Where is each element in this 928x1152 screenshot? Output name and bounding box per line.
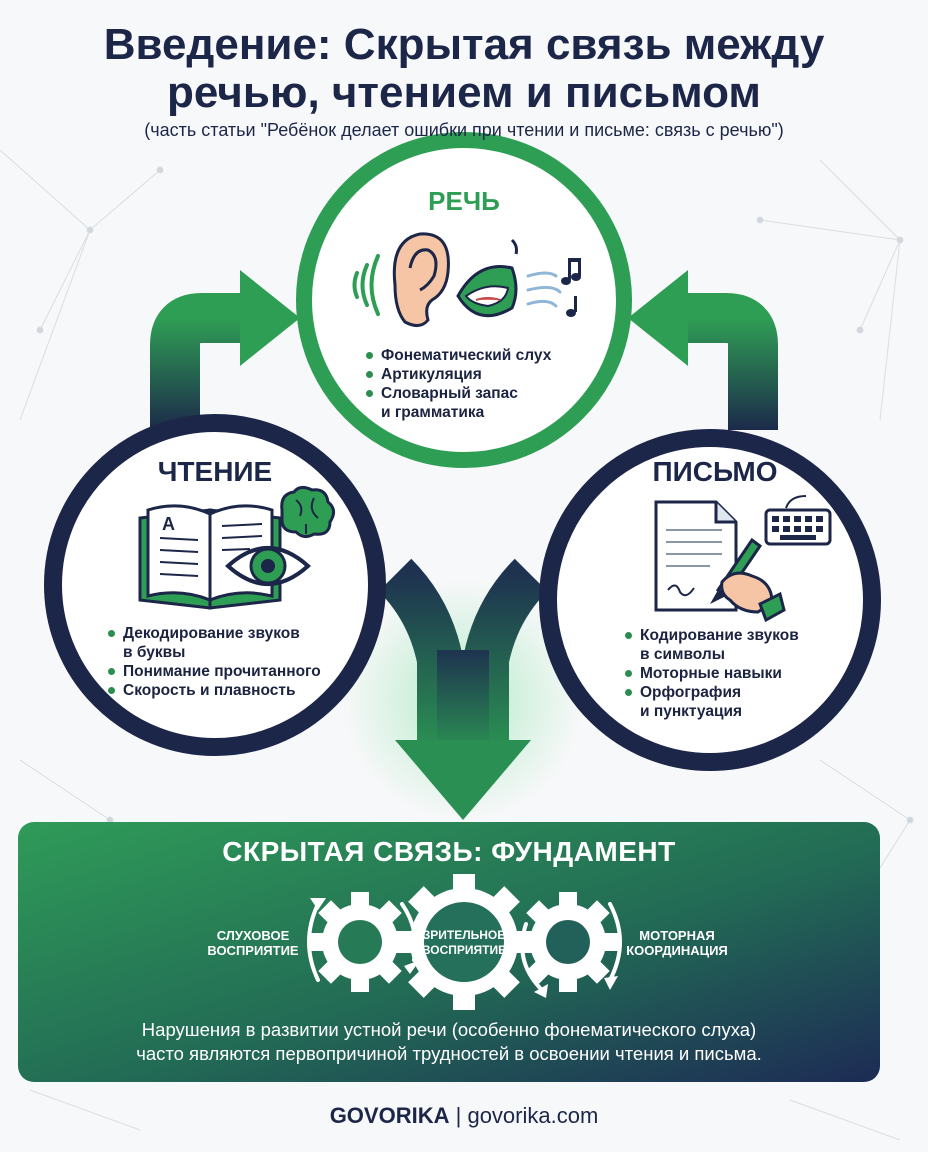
page-title-line1: Введение: Скрытая связь между: [103, 20, 825, 69]
footer-separator: |: [455, 1103, 462, 1128]
keyboard-icon: [764, 495, 832, 546]
list-item: и грамматика: [381, 404, 485, 421]
list-item: и пунктуация: [640, 703, 743, 720]
page-subtitle: (часть статьи "Ребёнок делает ошибки при…: [144, 120, 784, 140]
gear-center-label: ЗРИТЕЛЬНОЕ ВОСПРИЯТИЕ: [409, 928, 519, 958]
page-title-line2: речью, чтением и письмом: [167, 68, 761, 117]
eye-icon: [225, 546, 311, 586]
airflow-icon: [526, 271, 562, 308]
list-item: Скорость и плавность: [108, 681, 348, 700]
foundation-title: СКРЫТАЯ СВЯЗЬ: ФУНДАМЕНТ: [222, 836, 676, 867]
foundation-text-line1: Нарушения в развитии устной речи (особен…: [141, 1019, 757, 1040]
brain-icon: [280, 485, 335, 539]
gear-center-label-line2: ВОСПРИЯТИЕ: [421, 943, 507, 957]
footer-site-link[interactable]: govorika.com: [467, 1103, 599, 1128]
speech-title: РЕЧЬ: [428, 186, 500, 216]
arrow-down-to-foundation: [343, 558, 583, 820]
gear-left-icon: [310, 892, 410, 992]
list-item: Фонематический слух: [366, 346, 586, 365]
gear-right-label-line2: КООРДИНАЦИЯ: [626, 943, 728, 958]
foundation-text-line2: часто являются первопричиной трудностей …: [136, 1043, 762, 1064]
mouth-icon: [456, 238, 518, 318]
gear-left-label: СЛУХОВОЕ ВОСПРИЯТИЕ: [198, 928, 308, 958]
list-item: в буквы: [123, 644, 186, 661]
reading-title: ЧТЕНИЕ: [157, 456, 273, 487]
rotation-arrowheads: [310, 898, 618, 998]
gear-right-label: МОТОРНАЯ КООРДИНАЦИЯ: [612, 928, 742, 958]
sound-waves-icon: [352, 254, 380, 316]
list-item: Моторные навыки: [625, 664, 825, 683]
reading-list: Декодирование звуков в буквы Понимание п…: [108, 624, 348, 700]
list-item: Артикуляция: [366, 365, 586, 384]
list-item: Декодирование звуков: [108, 624, 348, 643]
list-item: Орфография: [625, 683, 825, 702]
ear-icon: [392, 232, 450, 327]
footer: GOVORIKA | govorika.com: [0, 1103, 928, 1129]
list-item: Словарный запас: [366, 384, 586, 403]
writing-title: ПИСЬМО: [652, 456, 778, 487]
gear-left-label-line2: ВОСПРИЯТИЕ: [207, 943, 299, 958]
music-note-icon: [561, 258, 581, 317]
gear-center-label-line1: ЗРИТЕЛЬНОЕ: [422, 928, 506, 942]
list-item: Понимание прочитанного: [108, 662, 348, 681]
gear-right-label-line1: МОТОРНАЯ: [639, 928, 715, 943]
list-item: Кодирование звуков: [625, 626, 825, 645]
gear-right-icon: [518, 892, 618, 992]
foundation-text: Нарушения в развитии устной речи (особен…: [40, 1018, 858, 1066]
gear-left-label-line1: СЛУХОВОЕ: [216, 928, 290, 943]
list-item: в символы: [640, 646, 725, 663]
book-letter: A: [162, 514, 175, 534]
arrow-reading-to-speech: [150, 270, 300, 430]
arrow-writing-to-speech: [628, 270, 778, 430]
rotation-arrows-icon: [307, 902, 622, 990]
footer-brand: GOVORIKA: [329, 1103, 450, 1128]
writing-hand-icon: [710, 537, 786, 623]
speech-list: Фонематический слух Артикуляция Словарны…: [366, 346, 586, 422]
writing-list: Кодирование звуков в символы Моторные на…: [625, 626, 825, 721]
